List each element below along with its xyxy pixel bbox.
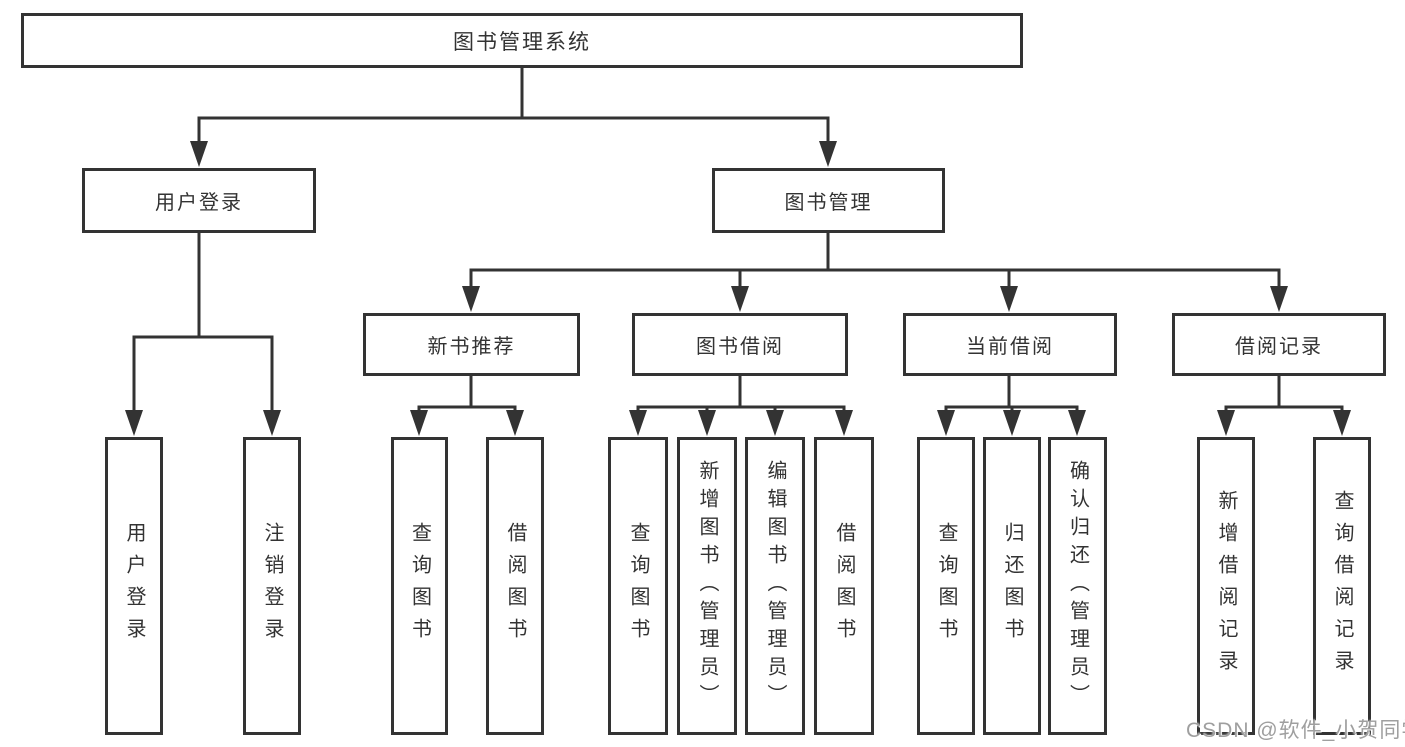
leaf-query-books-current: 查询图书 <box>917 437 975 735</box>
leaf-confirm-return-admin: 确认归还（管理员） <box>1048 437 1107 735</box>
node-book-management: 图书管理 <box>712 168 945 233</box>
node-library-management-system: 图书管理系统 <box>21 13 1023 68</box>
leaf-label: 借阅图书 <box>833 522 855 650</box>
leaf-label: 编辑图书（管理员） <box>764 460 786 712</box>
leaf-query-borrow-record: 查询借阅记录 <box>1313 437 1371 735</box>
leaf-label: 新增借阅记录 <box>1215 490 1237 682</box>
leaf-label: 借阅图书 <box>504 522 526 650</box>
node-book-borrow: 图书借阅 <box>632 313 848 376</box>
leaf-label: 新增图书（管理员） <box>696 460 718 712</box>
leaf-label: 注销登录 <box>261 522 283 650</box>
leaf-borrow-books-recommend: 借阅图书 <box>486 437 544 735</box>
node-current-borrow: 当前借阅 <box>903 313 1117 376</box>
leaf-add-borrow-record: 新增借阅记录 <box>1197 437 1255 735</box>
csdn-watermark: CSDN @软件_小贺同学 <box>1186 719 1405 742</box>
leaf-label: 查询图书 <box>408 522 431 650</box>
leaf-edit-book-admin: 编辑图书（管理员） <box>745 437 805 735</box>
node-user-login: 用户登录 <box>82 168 316 233</box>
leaf-query-books-borrow: 查询图书 <box>608 437 668 735</box>
leaf-label: 确认归还（管理员） <box>1066 460 1089 712</box>
leaf-return-book: 归还图书 <box>983 437 1041 735</box>
leaf-add-book-admin: 新增图书（管理员） <box>677 437 737 735</box>
leaf-logout: 注销登录 <box>243 437 301 735</box>
leaf-user-login: 用户登录 <box>105 437 163 735</box>
leaf-label: 查询图书 <box>627 522 649 650</box>
leaf-label: 归还图书 <box>1001 522 1023 650</box>
node-new-book-recommend: 新书推荐 <box>363 313 580 376</box>
leaf-query-books-recommend: 查询图书 <box>391 437 448 735</box>
node-borrow-records: 借阅记录 <box>1172 313 1386 376</box>
leaf-label: 用户登录 <box>123 522 145 650</box>
leaf-borrow-books: 借阅图书 <box>814 437 874 735</box>
leaf-label: 查询借阅记录 <box>1331 490 1353 682</box>
leaf-label: 查询图书 <box>935 522 957 650</box>
